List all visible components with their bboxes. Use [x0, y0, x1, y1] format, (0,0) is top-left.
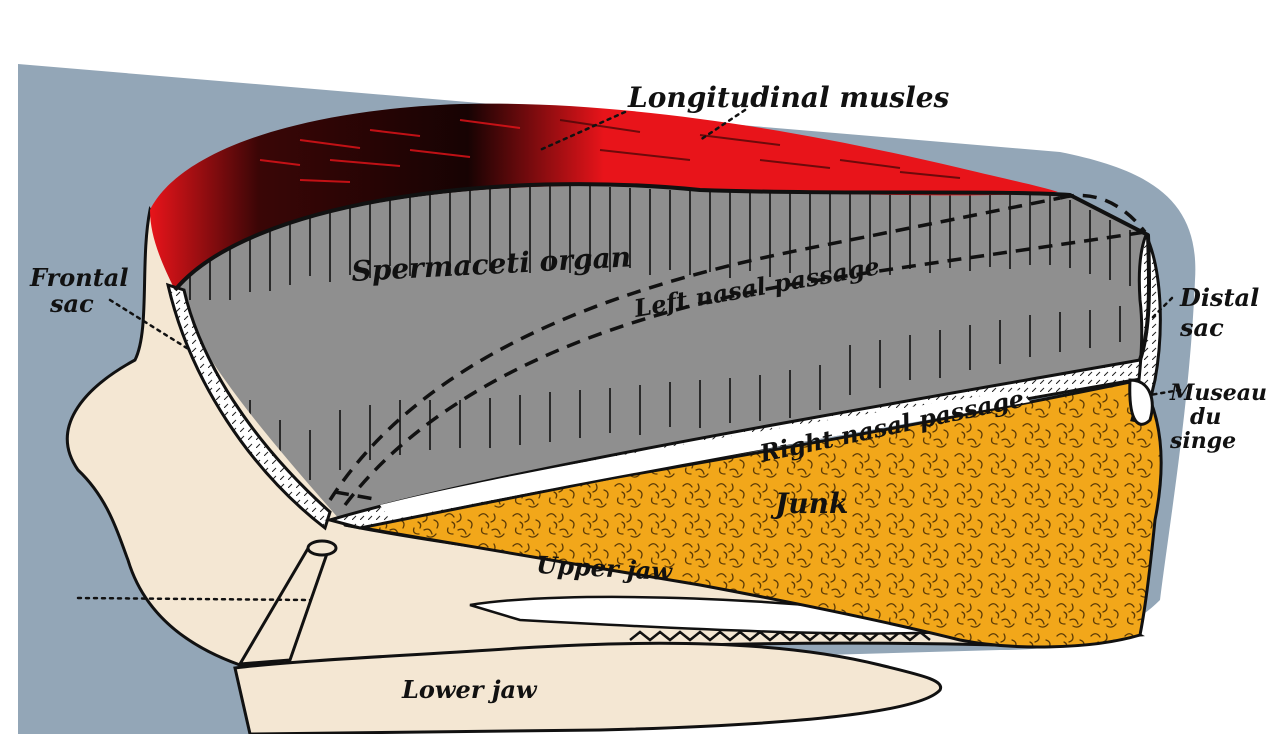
museau-du-singe-shape: [1128, 378, 1154, 426]
left-nasal-passage-line-lower: [343, 230, 1146, 507]
left-nasal-passage-base: [334, 490, 381, 502]
junk-region: [344, 378, 1163, 649]
leader-museau: [1148, 388, 1182, 397]
left-nasal-passage-line-upper: [328, 196, 1061, 501]
leader-upper-jaw-socket: [76, 596, 312, 602]
label-upper-jaw: Upper jaw: [536, 550, 674, 586]
longitudinal-muscles-region: [150, 103, 1058, 291]
leader-frontal-sac: [108, 298, 192, 352]
spermaceti-outline: [173, 182, 1152, 361]
lower-jaw-bone: [233, 641, 943, 734]
nasal-tube-opening: [306, 539, 338, 557]
label-frontal-sac-2: sac: [49, 289, 94, 318]
leader-longitudinal-muscles: [538, 108, 747, 152]
label-junk: Junk: [770, 487, 848, 520]
label-distal-sac-1: Distal: [1179, 283, 1259, 312]
label-museau-3: singe: [1169, 428, 1236, 454]
right-nasal-passage-inner: [380, 390, 1030, 520]
label-distal-sac-2: sac: [1179, 313, 1224, 342]
left-nasal-passage-return: [1059, 193, 1147, 234]
label-frontal-sac-1: Frontal: [29, 263, 128, 292]
label-longitudinal-muscles: Longitudinal musles: [627, 81, 950, 114]
label-lower-jaw: Lower jaw: [401, 675, 538, 704]
muscle-dark-striations: [559, 119, 961, 179]
leader-distal-sac: [1148, 296, 1174, 322]
label-museau-1: Museau: [1169, 380, 1267, 406]
label-museau-2: du: [1190, 404, 1221, 430]
muscle-striations: [259, 119, 521, 183]
